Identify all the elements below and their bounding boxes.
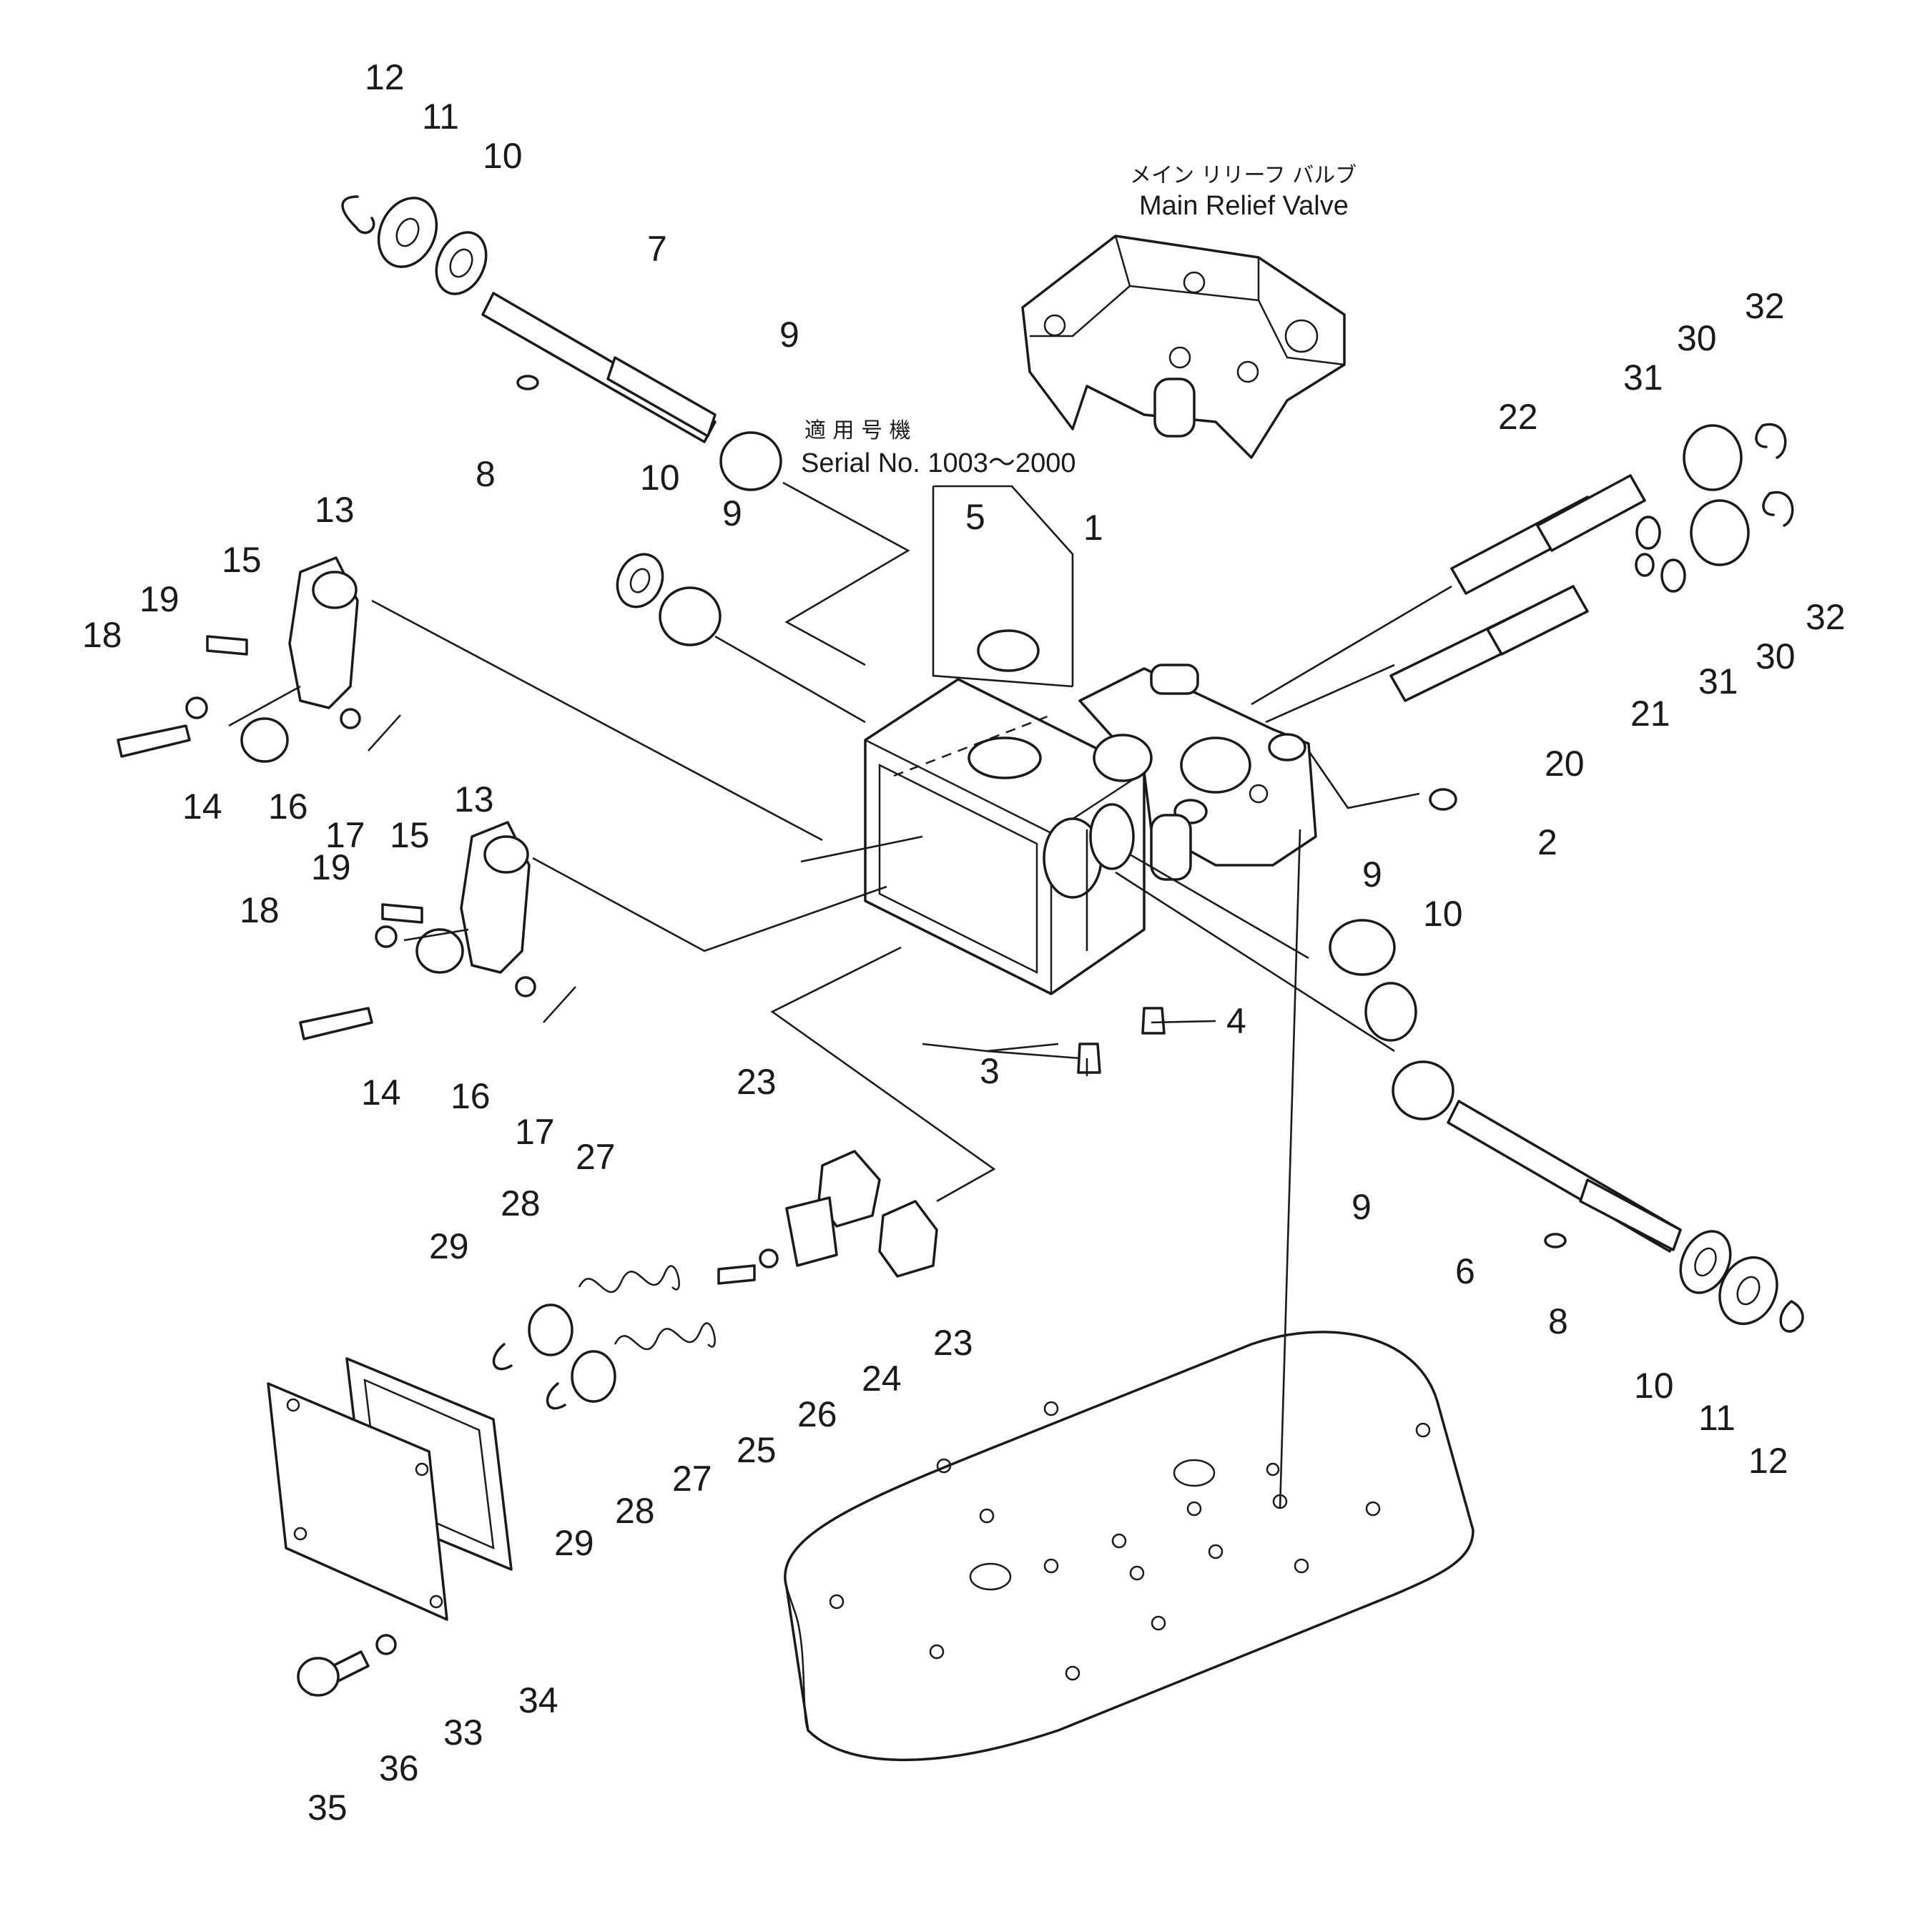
part-label: 18 <box>82 615 122 655</box>
shaft-7-group <box>341 195 782 646</box>
part-label: 16 <box>268 787 308 827</box>
part-label: 31 <box>1698 661 1738 701</box>
part-label: 20 <box>1545 744 1585 784</box>
part-label: 27 <box>672 1459 712 1499</box>
part-label: 34 <box>518 1680 558 1720</box>
lever-group-lower <box>299 821 576 1040</box>
part-label: 25 <box>737 1430 777 1470</box>
part-label: 31 <box>1623 358 1663 398</box>
part-label: 8 <box>476 454 496 494</box>
part-label: 19 <box>311 847 351 887</box>
relief-valve-caption-jp: メイン リリーフ バルブ <box>1130 163 1357 188</box>
part-label: 26 <box>797 1394 837 1434</box>
part-label: 11 <box>422 97 459 137</box>
part-label: 9 <box>779 315 799 355</box>
part-label: 8 <box>1548 1301 1568 1341</box>
part-label: 2 <box>1537 822 1557 862</box>
part-label: 14 <box>361 1073 401 1113</box>
plugs <box>1077 788 1457 1074</box>
part-label: 22 <box>1498 397 1538 437</box>
part-label: 29 <box>429 1226 469 1266</box>
part-label: 32 <box>1745 286 1785 326</box>
part-label: 13 <box>315 490 355 530</box>
main-relief-valve <box>1021 235 1346 459</box>
part-label: 28 <box>501 1183 541 1223</box>
bottom-plate <box>784 1331 1475 1761</box>
part-label: 12 <box>365 57 405 97</box>
part-label: 9 <box>1352 1187 1372 1227</box>
serial-bracket <box>932 485 1074 688</box>
plug-5 <box>977 629 1040 672</box>
part-label: 17 <box>325 815 365 855</box>
part-label: 23 <box>933 1323 973 1363</box>
part-label: 30 <box>1756 636 1796 676</box>
leader-lines <box>228 481 1452 1509</box>
part-label: 19 <box>139 579 179 619</box>
part-label: 23 <box>737 1062 777 1102</box>
part-label: 35 <box>307 1788 348 1828</box>
part-label: 32 <box>1806 597 1846 637</box>
spool-group <box>1389 423 1794 702</box>
part-label: 15 <box>390 815 430 855</box>
part-label: 9 <box>1362 854 1382 894</box>
valve-body <box>864 664 1317 995</box>
serial-caption-en: Serial No. 1003～2000 <box>801 448 1075 478</box>
part-label: 30 <box>1677 318 1717 358</box>
part-label: 12 <box>1748 1441 1788 1481</box>
part-label: 11 <box>1698 1398 1736 1438</box>
part-label: 3 <box>980 1051 1000 1091</box>
relief-valve-caption-en: Main Relief Valve <box>1139 191 1349 221</box>
part-label: 10 <box>1634 1366 1674 1406</box>
part-label: 1 <box>1083 508 1103 548</box>
part-label: 10 <box>1423 894 1463 934</box>
part-label: 5 <box>965 497 985 537</box>
shaft-6-group <box>1329 919 1804 1333</box>
spring-group <box>492 1150 938 1410</box>
part-label: 14 <box>182 787 222 827</box>
part-label: 36 <box>379 1748 419 1788</box>
part-label: 33 <box>443 1712 483 1753</box>
part-label: 28 <box>615 1491 655 1531</box>
part-label: 6 <box>1455 1251 1475 1291</box>
serial-caption-jp: 適 用 号 機 <box>804 418 911 443</box>
part-label: 16 <box>451 1076 491 1116</box>
part-number-labels: 12 11 10 7 9 8 10 9 5 1 13 15 19 18 14 1… <box>82 57 1846 1828</box>
part-label: 7 <box>647 229 667 269</box>
part-label: 15 <box>222 540 262 580</box>
lever-group-upper <box>117 556 401 763</box>
part-label: 29 <box>554 1523 594 1563</box>
part-label: 13 <box>454 779 494 819</box>
part-label: 21 <box>1630 694 1670 734</box>
part-label: 10 <box>483 136 523 176</box>
cover-and-gasket <box>267 1357 513 1697</box>
part-label: 9 <box>722 493 742 533</box>
part-label: 27 <box>576 1137 616 1177</box>
part-label: 10 <box>640 458 680 498</box>
part-label: 18 <box>240 890 280 930</box>
part-label: 24 <box>862 1359 902 1399</box>
part-label: 17 <box>515 1112 555 1152</box>
part-label: 4 <box>1226 1001 1246 1041</box>
